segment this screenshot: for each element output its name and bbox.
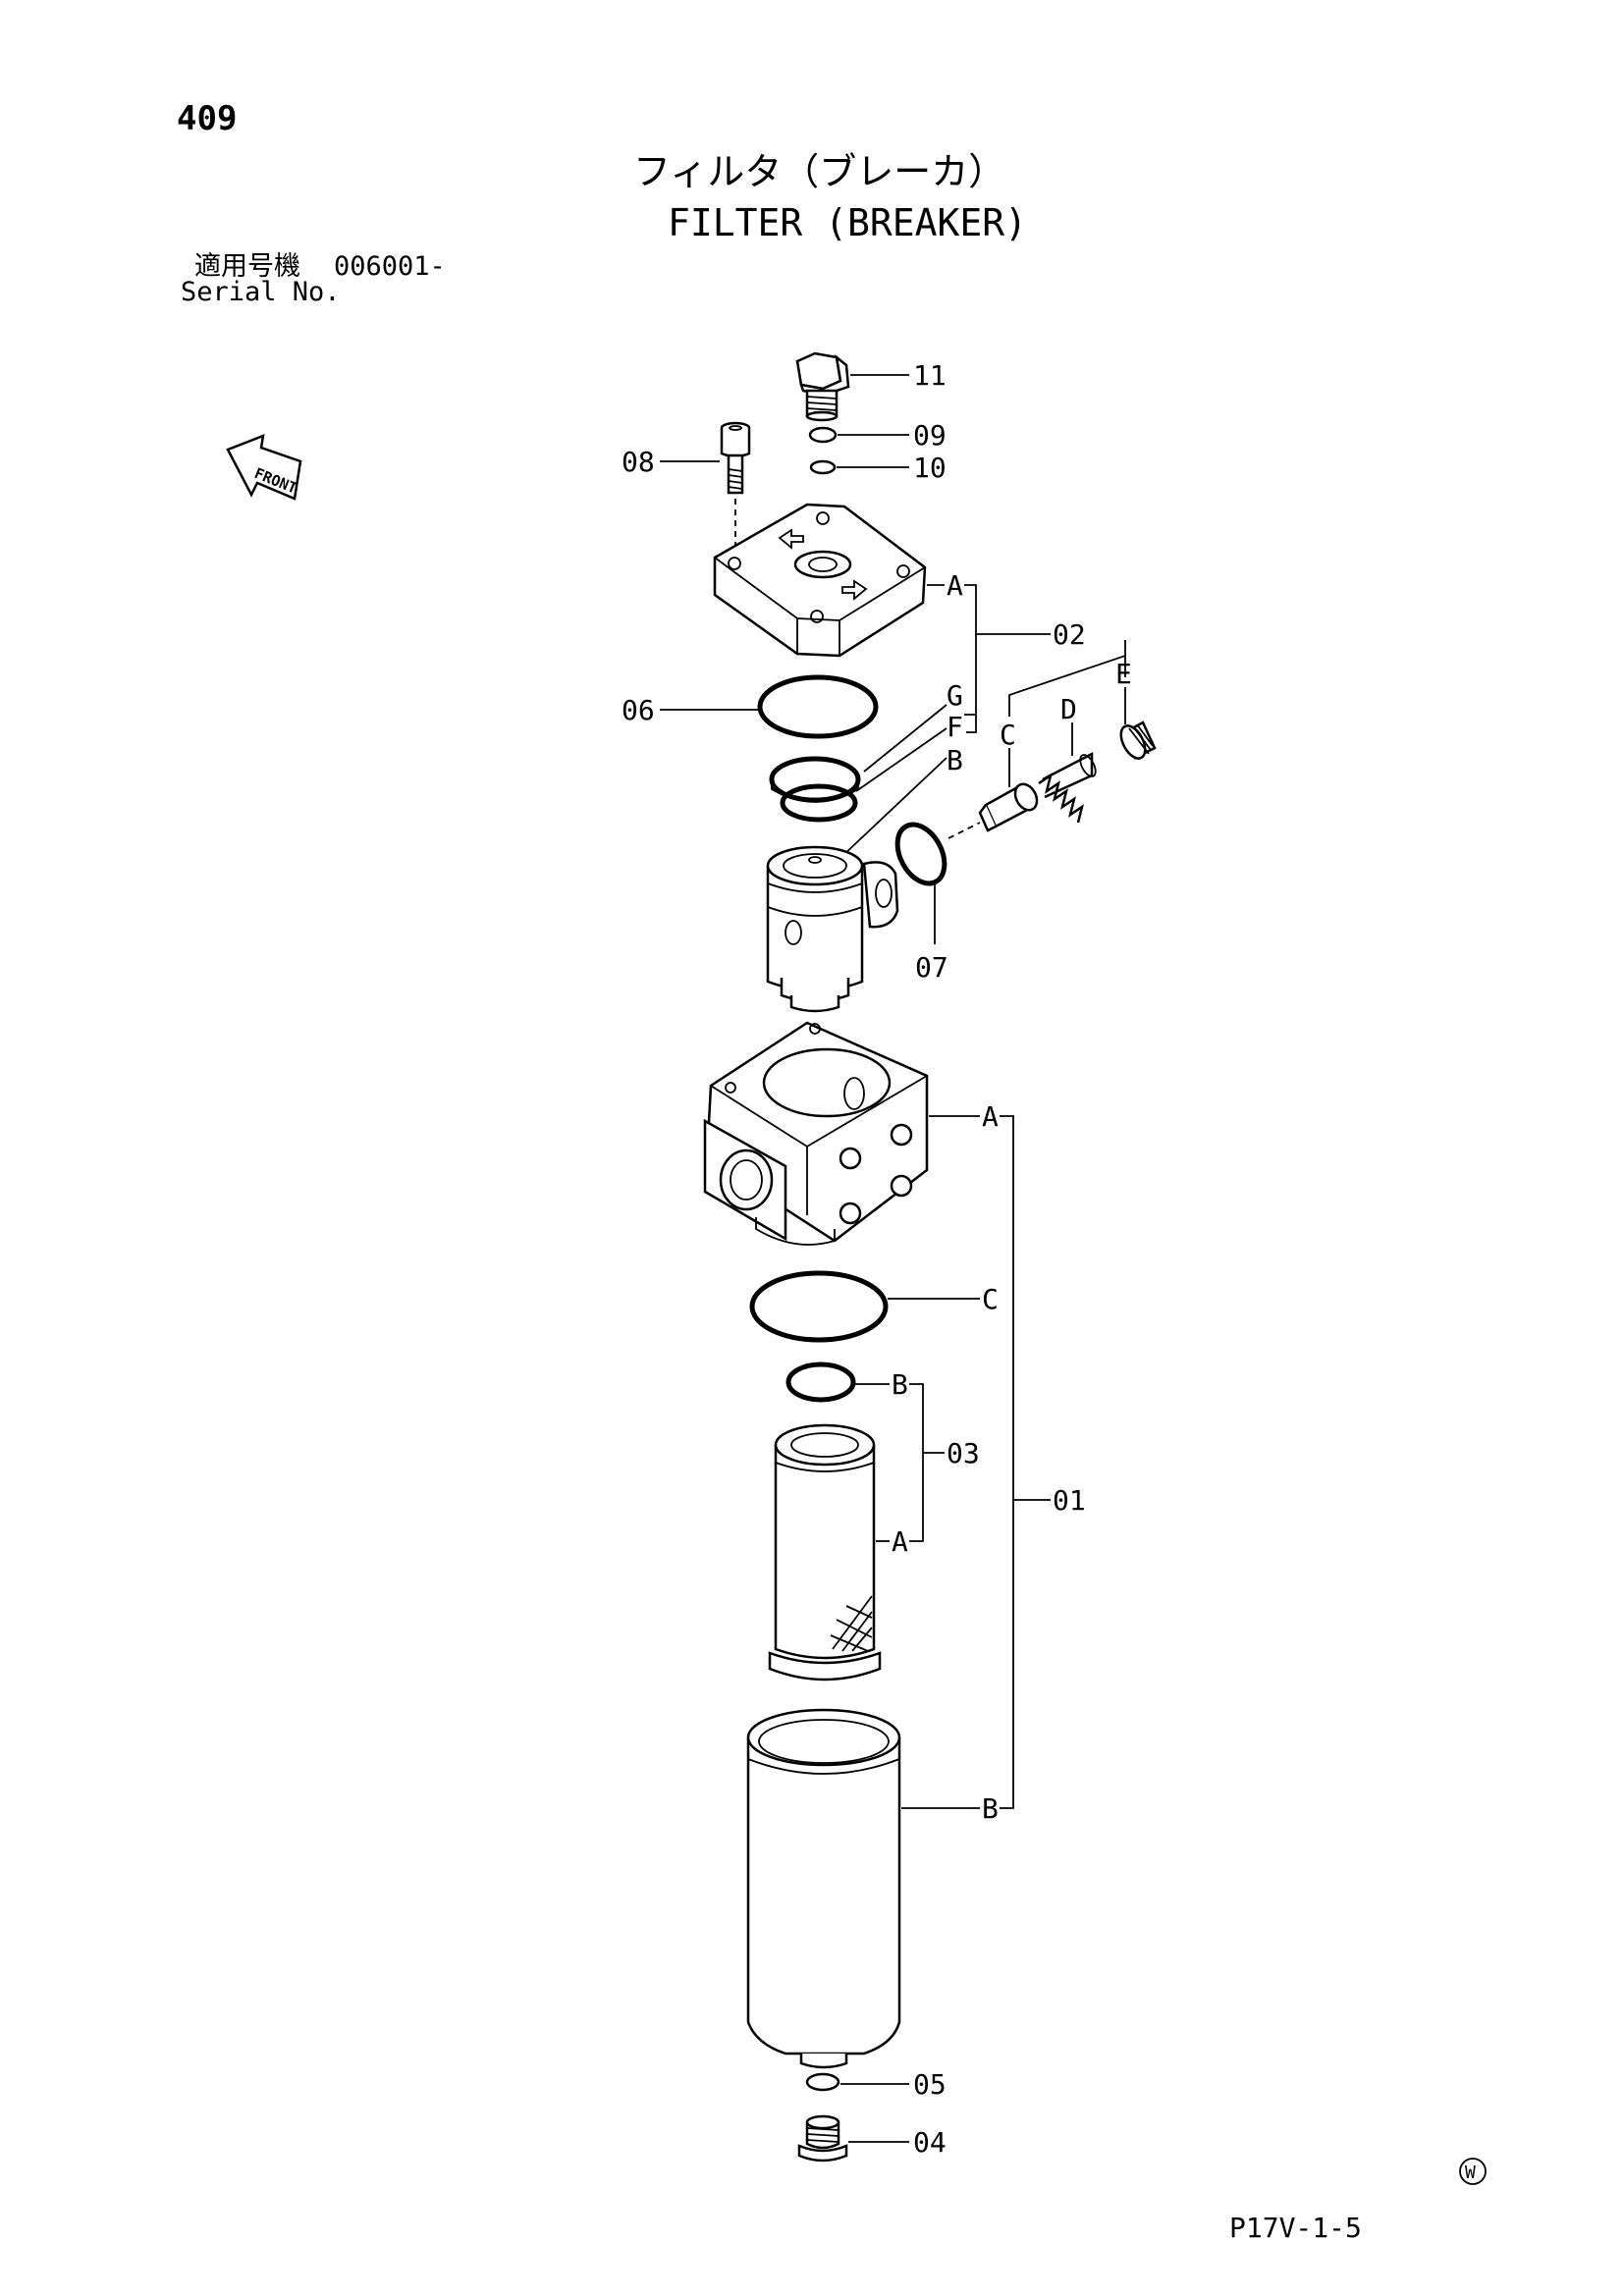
part-02-a-head-cover: [713, 503, 927, 658]
part-02-d-spring: [1038, 751, 1097, 824]
callout-02-d: D: [1060, 693, 1077, 725]
part-07-o-ring: [894, 822, 947, 886]
callout-02-b: B: [947, 744, 963, 776]
callout-02-a: A: [947, 569, 963, 602]
callout-06: 06: [622, 694, 655, 726]
part-02-c-poppet: [978, 782, 1039, 832]
part-09-o-ring: [808, 426, 838, 444]
callout-03: 03: [947, 1437, 980, 1469]
callout-03-a: A: [892, 1525, 908, 1558]
callout-01-c: C: [982, 1283, 999, 1315]
svg-text:W: W: [1465, 2163, 1476, 2183]
w-mark: W: [1459, 2158, 1487, 2185]
callout-01-b: B: [982, 1792, 999, 1825]
callout-11: 11: [913, 359, 947, 392]
part-05-o-ring: [805, 2072, 840, 2092]
callout-02-c: C: [1000, 719, 1016, 751]
serial-number-value: 006001-: [334, 251, 446, 282]
front-direction-arrow: FRONT: [226, 434, 302, 501]
part-01-c-o-ring: [749, 1270, 889, 1343]
part-08-socket-bolt: [720, 421, 751, 495]
part-10-o-ring: [809, 459, 837, 475]
callout-10: 10: [913, 452, 947, 484]
callout-02: 02: [1053, 618, 1086, 651]
callout-02-e: E: [1115, 658, 1132, 690]
part-01-a-head-housing: [703, 1021, 929, 1246]
part-01-b-filter-case: [746, 1708, 901, 2069]
part-06-o-ring: [757, 674, 879, 739]
callout-03-b: B: [892, 1368, 908, 1401]
page-number: 409: [177, 99, 238, 138]
serial-label-english: Serial No.: [181, 277, 341, 307]
callout-08: 08: [622, 446, 655, 478]
part-04-drain-plug: [797, 2114, 848, 2163]
part-03-b-o-ring: [785, 1362, 856, 1403]
part-11-hex-plug: [795, 351, 850, 422]
page-code: P17V-1-5: [1229, 2212, 1362, 2244]
callout-09: 09: [913, 419, 947, 452]
callout-02-f: F: [947, 711, 963, 743]
front-label: FRONT: [252, 464, 300, 498]
part-02-b-valve-body: [766, 845, 899, 1013]
part-02-e-plug: [1119, 721, 1157, 760]
serial-label-japanese: 適用号機: [194, 251, 300, 282]
callout-01: 01: [1053, 1484, 1086, 1517]
callout-02-g: G: [947, 679, 963, 712]
page-title-english: FILTER (BREAKER): [668, 201, 1028, 244]
part-03-a-filter-element: [768, 1423, 882, 1682]
part-02-f-ring: [780, 783, 858, 823]
callout-04: 04: [913, 2126, 947, 2159]
callout-01-a: A: [982, 1100, 999, 1133]
page-title-japanese: フィルタ（ブレーカ）: [633, 150, 1006, 193]
part-02-g-ring: [769, 756, 861, 803]
callout-07: 07: [915, 951, 948, 984]
callout-05: 05: [913, 2068, 947, 2101]
